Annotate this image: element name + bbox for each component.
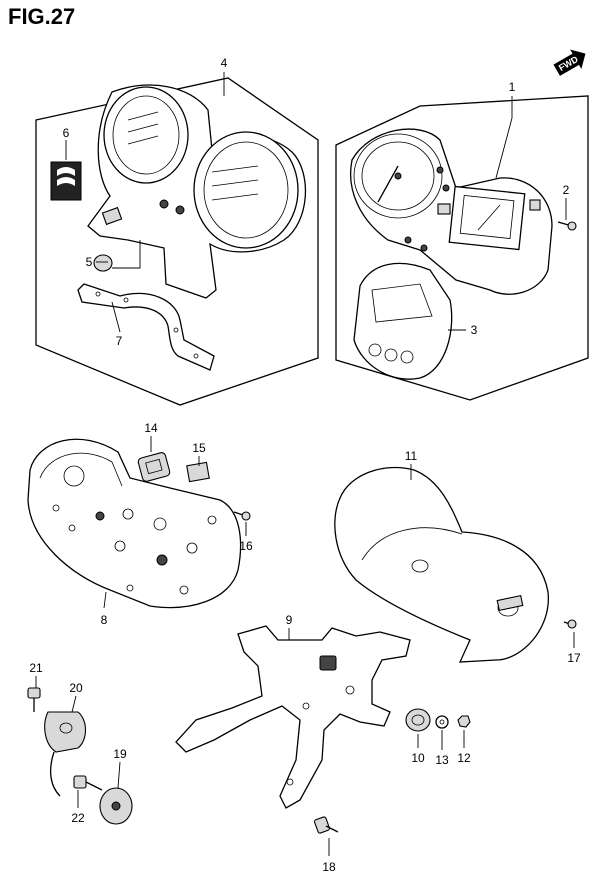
sensor-part-20: [44, 711, 87, 797]
meter-assy-part-1: [350, 128, 553, 295]
lower-case-part-8: [27, 438, 242, 609]
hexagon-frame-meter: [335, 95, 589, 401]
callout-6: 6: [63, 126, 70, 140]
figure-title: FIG.27: [8, 4, 76, 29]
bolt-part-18: [313, 816, 339, 834]
nut-part-12: [457, 715, 471, 728]
callout-12: 12: [457, 751, 471, 765]
callout-19: 19: [113, 747, 127, 761]
callout-15: 15: [192, 441, 206, 455]
callout-8: 8: [101, 613, 108, 627]
screw-part-2: [557, 221, 577, 231]
bolt-part-22: [73, 775, 103, 791]
screw-part-16: [233, 511, 251, 521]
bushing-part-10: [405, 708, 431, 732]
screw-part-17: [563, 619, 577, 629]
emblem-part-6: [50, 161, 82, 201]
grommet-part-14: [137, 452, 171, 482]
callout-17: 17: [567, 651, 581, 665]
hexagon-frame-cover: [35, 77, 319, 406]
cap-part-5: [93, 254, 113, 272]
callout-13: 13: [435, 753, 449, 767]
callout-14: 14: [144, 421, 158, 435]
bracket-part-7: [77, 283, 215, 371]
callout-2: 2: [563, 183, 570, 197]
lcd-case-part-3: [353, 262, 453, 380]
rotor-part-19: [99, 787, 133, 825]
callout-10: 10: [411, 751, 425, 765]
callout-18: 18: [322, 860, 336, 874]
callout-22: 22: [71, 811, 85, 825]
visor-part-11: [334, 466, 549, 663]
callout-16: 16: [239, 539, 253, 553]
clip-part-15: [186, 461, 210, 483]
meter-bracket-part-9: [175, 625, 411, 809]
callout-1: 1: [509, 80, 516, 94]
fwd-arrow-icon: FWD: [553, 49, 586, 76]
callout-20: 20: [69, 681, 83, 695]
bolt-part-21: [27, 687, 41, 712]
callout-7: 7: [116, 334, 123, 348]
callout-11: 11: [405, 449, 418, 463]
callout-21: 21: [29, 661, 43, 675]
meter-cover-part-4: [87, 84, 307, 299]
callout-5: 5: [86, 255, 93, 269]
washer-part-13: [435, 715, 449, 729]
callout-9: 9: [286, 613, 293, 627]
callout-4: 4: [221, 56, 228, 70]
callout-3: 3: [471, 323, 478, 337]
